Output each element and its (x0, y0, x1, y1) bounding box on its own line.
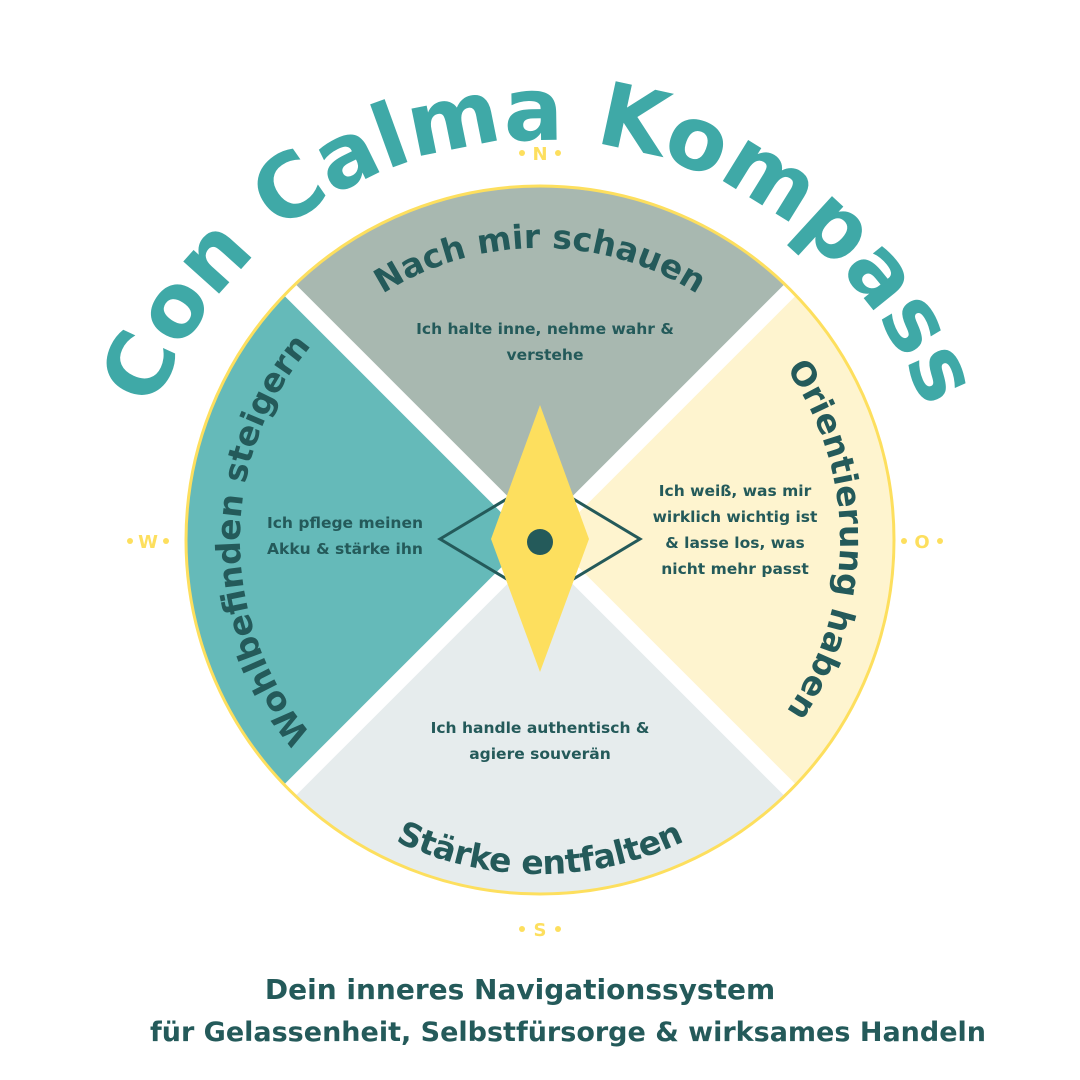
dot-icon (901, 538, 907, 544)
sector-north-text: verstehe (507, 346, 584, 364)
direction-south: S (534, 920, 547, 941)
sector-east-text: nicht mehr passt (661, 560, 809, 578)
direction-north: N (532, 144, 547, 165)
direction-west: W (138, 532, 158, 553)
needle-pivot (527, 529, 553, 555)
sector-west-text: Ich pflege meinen (267, 514, 423, 532)
sector-west-text: Akku & stärke ihn (267, 540, 423, 558)
needle-south (491, 539, 589, 672)
sector-east-text: Ich weiß, was mir (659, 482, 812, 500)
dot-icon (555, 150, 561, 156)
dot-icon (555, 926, 561, 932)
sector-south-text: agiere souverän (469, 745, 611, 763)
direction-east: O (914, 532, 929, 553)
needle-north (491, 405, 589, 539)
dot-icon (127, 538, 133, 544)
sector-east-text: wirklich wichtig ist (653, 508, 818, 526)
compass-needle (437, 405, 643, 672)
tagline-line-2: für Gelassenheit, Selbstfürsorge & wirks… (149, 1017, 986, 1048)
sector-north-text: Ich halte inne, nehme wahr & (416, 320, 674, 338)
tagline-line-1: Dein inneres Navigationssystem (264, 973, 776, 1006)
dot-icon (163, 538, 169, 544)
sector-south-text: Ich handle authentisch & (431, 719, 650, 737)
dot-icon (519, 926, 525, 932)
sector-east-text: & lasse los, was (665, 534, 805, 552)
dot-icon (519, 150, 525, 156)
dot-icon (937, 538, 943, 544)
compass-rim (184, 184, 896, 896)
